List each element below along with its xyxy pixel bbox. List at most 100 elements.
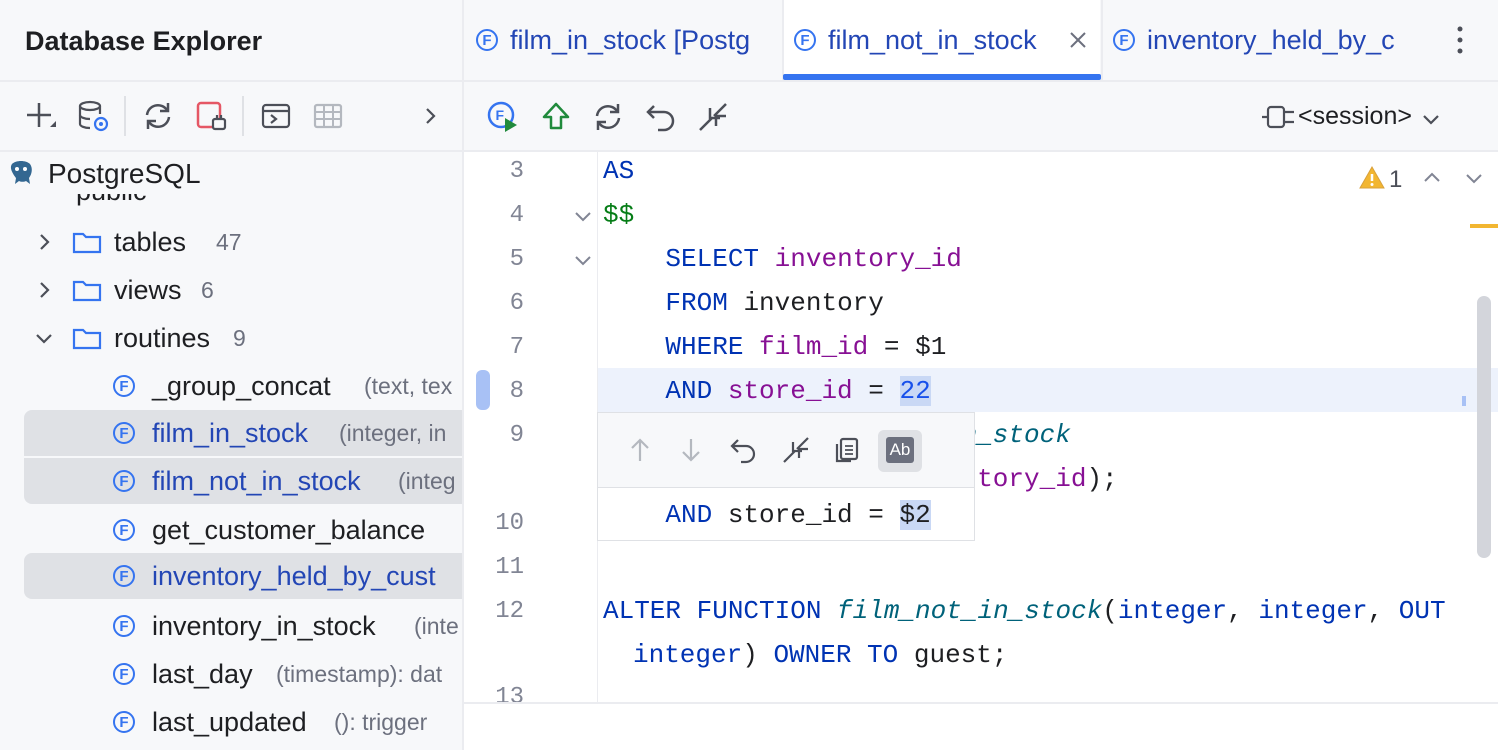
- line-number: 8: [509, 378, 524, 405]
- chevron-right-icon[interactable]: [34, 280, 54, 300]
- function-icon: F: [113, 422, 135, 444]
- code-line-3[interactable]: AS: [603, 156, 634, 186]
- tree-item-views[interactable]: views 6: [0, 267, 462, 313]
- tree-item-label: inventory_held_by_cust: [152, 560, 436, 591]
- close-icon[interactable]: [1068, 30, 1088, 50]
- tree-item-label: views: [114, 274, 182, 305]
- line-number: 7: [509, 334, 524, 361]
- code-line-6[interactable]: FROM inventory: [603, 288, 884, 318]
- divider: [0, 150, 462, 152]
- panel-divider[interactable]: [462, 0, 464, 750]
- tab-film-not-in-stock[interactable]: F film_not_in_stock: [784, 0, 1100, 80]
- chevron-down-icon[interactable]: [1420, 108, 1442, 130]
- warning-stripe[interactable]: [1470, 224, 1498, 228]
- code-line-12-wrap[interactable]: integer) OWNER TO guest;: [633, 640, 1008, 670]
- line-number: 4: [509, 202, 524, 229]
- identifier: inventory_id: [774, 244, 962, 274]
- change-stripe[interactable]: [1462, 396, 1466, 406]
- change-marker[interactable]: [476, 370, 490, 410]
- function-signature: (text, tex: [364, 372, 453, 399]
- operator: =: [883, 332, 900, 362]
- type: integer: [1258, 596, 1368, 626]
- chevron-right-icon[interactable]: [412, 98, 448, 134]
- function-icon: F: [476, 29, 498, 51]
- explorer-title: Database Explorer: [25, 26, 263, 56]
- run-function-icon[interactable]: F: [486, 100, 520, 134]
- refresh-icon[interactable]: [591, 100, 625, 134]
- submit-icon[interactable]: [539, 100, 573, 134]
- tree-item-last-updated[interactable]: F last_updated (): trigger: [0, 699, 462, 745]
- tree-item-film-not-in-stock[interactable]: F film_not_in_stock (integ: [24, 458, 462, 504]
- function-icon: F: [113, 375, 135, 397]
- keyword: WHERE: [665, 332, 744, 362]
- code-line-4[interactable]: $$: [603, 200, 634, 230]
- vertical-scrollbar[interactable]: [1477, 296, 1491, 558]
- datasource-label[interactable]: PostgreSQL: [48, 158, 201, 189]
- function-signature: (inte: [414, 612, 459, 639]
- warning-icon[interactable]: [1358, 164, 1386, 192]
- identifier: store_id: [727, 376, 853, 406]
- line-number: 3: [509, 158, 524, 185]
- punctuation: ,: [1367, 596, 1384, 626]
- function-icon: F: [113, 519, 135, 541]
- tree-item-inventory-in-stock[interactable]: F inventory_in_stock (inte: [0, 603, 462, 649]
- more-tabs-icon[interactable]: [1446, 22, 1474, 58]
- refresh-icon[interactable]: [140, 98, 176, 134]
- tree-item-label: tables: [114, 226, 187, 257]
- tab-label: film_not_in_stock: [828, 24, 1037, 55]
- function-signature: (timestamp): dat: [276, 660, 443, 687]
- next-problem-icon[interactable]: [1463, 167, 1485, 189]
- tree-item-label: inventory_in_stock: [152, 610, 376, 641]
- sticky-header: [0, 152, 462, 194]
- line-number: 10: [495, 510, 524, 537]
- arrow-down-icon: [674, 433, 708, 467]
- parameter: $1: [915, 332, 947, 362]
- line-gutter[interactable]: [464, 152, 598, 702]
- active-tab-indicator: [783, 74, 1101, 80]
- add-icon[interactable]: [22, 98, 58, 134]
- tree-item-inventory-held-by-customer[interactable]: F inventory_held_by_cust: [24, 553, 462, 599]
- chevron-down-icon[interactable]: [34, 328, 54, 348]
- item-count: 9: [233, 324, 246, 351]
- tree-item-label: routines: [114, 322, 211, 353]
- tree-item-last-day[interactable]: F last_day (timestamp): dat: [0, 651, 462, 697]
- fold-icon[interactable]: [572, 249, 594, 271]
- console-icon[interactable]: [258, 98, 294, 134]
- tree-item-label: _group_concat: [152, 370, 331, 401]
- compare-icon[interactable]: [696, 100, 730, 134]
- punctuation: ): [742, 640, 758, 670]
- code-line-5[interactable]: SELECT inventory_id: [603, 244, 962, 274]
- fold-icon[interactable]: [572, 205, 594, 227]
- code-line-7[interactable]: WHERE film_id = $1: [603, 332, 946, 362]
- code-line-8[interactable]: AND store_id = 22: [603, 376, 931, 406]
- copy-icon[interactable]: [830, 433, 864, 467]
- tree-item-group-concat[interactable]: F _group_concat (text, tex: [0, 363, 462, 409]
- function-name: film_not_in_stock: [837, 596, 1103, 626]
- compare-icon[interactable]: [779, 433, 813, 467]
- revert-icon[interactable]: [644, 100, 678, 134]
- tree-item-tables[interactable]: tables 47: [0, 219, 462, 265]
- operator: =: [868, 500, 884, 530]
- undo-icon[interactable]: [727, 433, 761, 467]
- data-source-settings-icon[interactable]: [75, 98, 111, 134]
- function-icon: F: [113, 615, 135, 637]
- tab-inventory-held-by-customer[interactable]: F inventory_held_by_c: [1103, 0, 1413, 80]
- tree-item-routines[interactable]: routines 9: [0, 315, 462, 361]
- keyword: ALTER FUNCTION: [603, 596, 822, 626]
- tree-item-label: film_in_stock: [152, 417, 309, 448]
- tab-film-in-stock[interactable]: F film_in_stock [Postg: [464, 0, 782, 80]
- tree-item-film-in-stock[interactable]: F film_in_stock (integer, in: [24, 410, 462, 456]
- code-line-12[interactable]: ALTER FUNCTION film_not_in_stock(integer…: [603, 596, 1446, 626]
- identifier: inventory: [743, 288, 884, 318]
- tree-item-get-customer-balance[interactable]: F get_customer_balance: [0, 507, 462, 553]
- chevron-right-icon[interactable]: [34, 232, 54, 252]
- session-selector[interactable]: <session>: [1298, 102, 1412, 130]
- session-icon: [1262, 103, 1298, 131]
- previous-problem-icon[interactable]: [1421, 167, 1443, 189]
- keyword: AS: [603, 156, 635, 186]
- tab-label: inventory_held_by_c: [1147, 24, 1395, 55]
- disconnect-icon[interactable]: [193, 98, 229, 134]
- line-number: 12: [495, 598, 524, 625]
- line-number: 13: [495, 684, 524, 702]
- keyword: SELECT: [665, 244, 760, 274]
